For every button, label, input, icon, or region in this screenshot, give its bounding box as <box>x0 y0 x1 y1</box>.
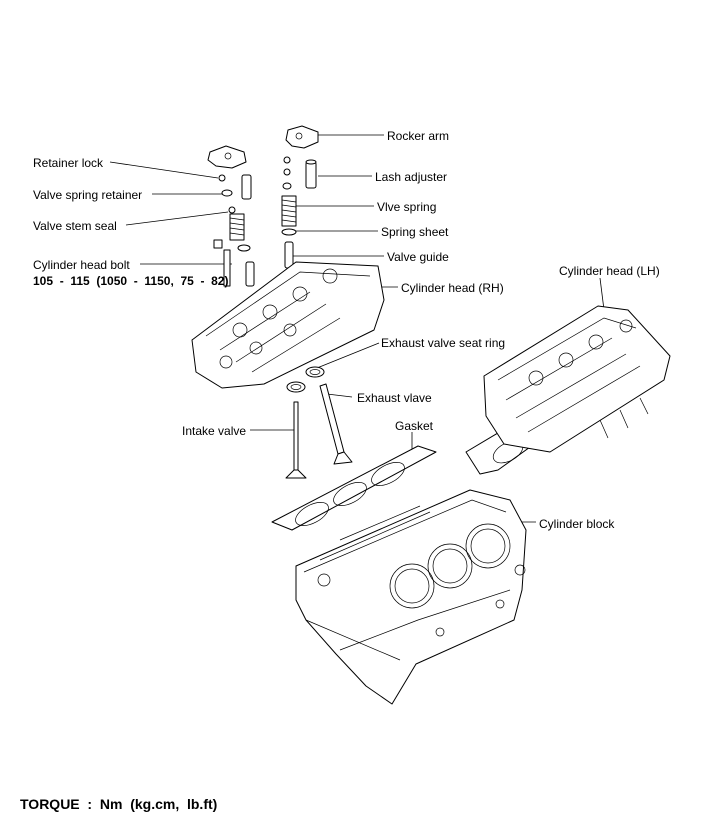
label-intake-valve: Intake valve <box>182 424 247 438</box>
label-cylinder-head-lh: Cylinder head (LH) <box>559 264 660 278</box>
retainer-lock-right <box>282 156 292 190</box>
gasket-part <box>271 445 437 531</box>
cylinder-block-part <box>295 489 527 705</box>
label-retainer-lock: Retainer lock <box>33 156 104 170</box>
retainer-lock-left <box>218 174 236 214</box>
valve-spring-left <box>229 213 245 241</box>
cylinder-head-bolt-part <box>213 239 255 287</box>
label-exhaust-valve-seat-ring: Exhaust valve seat ring <box>381 336 506 350</box>
label-cylinder-head-rh: Cylinder head (RH) <box>401 281 504 295</box>
valve-guide-right <box>284 241 294 269</box>
exhaust-valve-seat-ring-part <box>286 366 325 393</box>
cylinder-head-rh-part <box>191 261 385 389</box>
spring-seat-right <box>281 228 297 236</box>
label-gasket: Gasket <box>395 419 434 433</box>
label-cylinder-head-bolt-torque: 105 - 115 (1050 - 1150, 75 - 82) <box>33 274 229 288</box>
label-cylinder-head-bolt: Cylinder head bolt <box>33 258 130 272</box>
label-cylinder-block: Cylinder block <box>539 517 615 531</box>
exhaust-valve-part <box>319 383 353 465</box>
label-valve-guide: Valve guide <box>387 250 449 264</box>
label-valve-spring-retainer: Valve spring retainer <box>33 188 143 202</box>
label-vlve-spring: Vlve spring <box>377 200 437 214</box>
torque-units-footer: TORQUE : Nm (kg.cm, lb.ft) <box>20 796 218 812</box>
lash-adjuster-part <box>305 159 317 189</box>
label-exhaust-vlave: Exhaust vlave <box>357 391 432 405</box>
rocker-arm-part <box>285 125 319 149</box>
label-lash-adjuster: Lash adjuster <box>375 170 448 184</box>
lash-adjuster-left <box>241 174 252 200</box>
label-spring-sheet: Spring sheet <box>381 225 449 239</box>
spring-seat-left <box>237 244 251 252</box>
valve-spring-right <box>281 195 297 227</box>
label-valve-stem-seal: Valve stem seal <box>33 219 117 233</box>
label-rocker-arm: Rocker arm <box>387 129 450 143</box>
cylinder-head-lh-part <box>465 305 671 475</box>
intake-valve-part <box>285 401 307 479</box>
rocker-arm-left <box>207 145 247 169</box>
